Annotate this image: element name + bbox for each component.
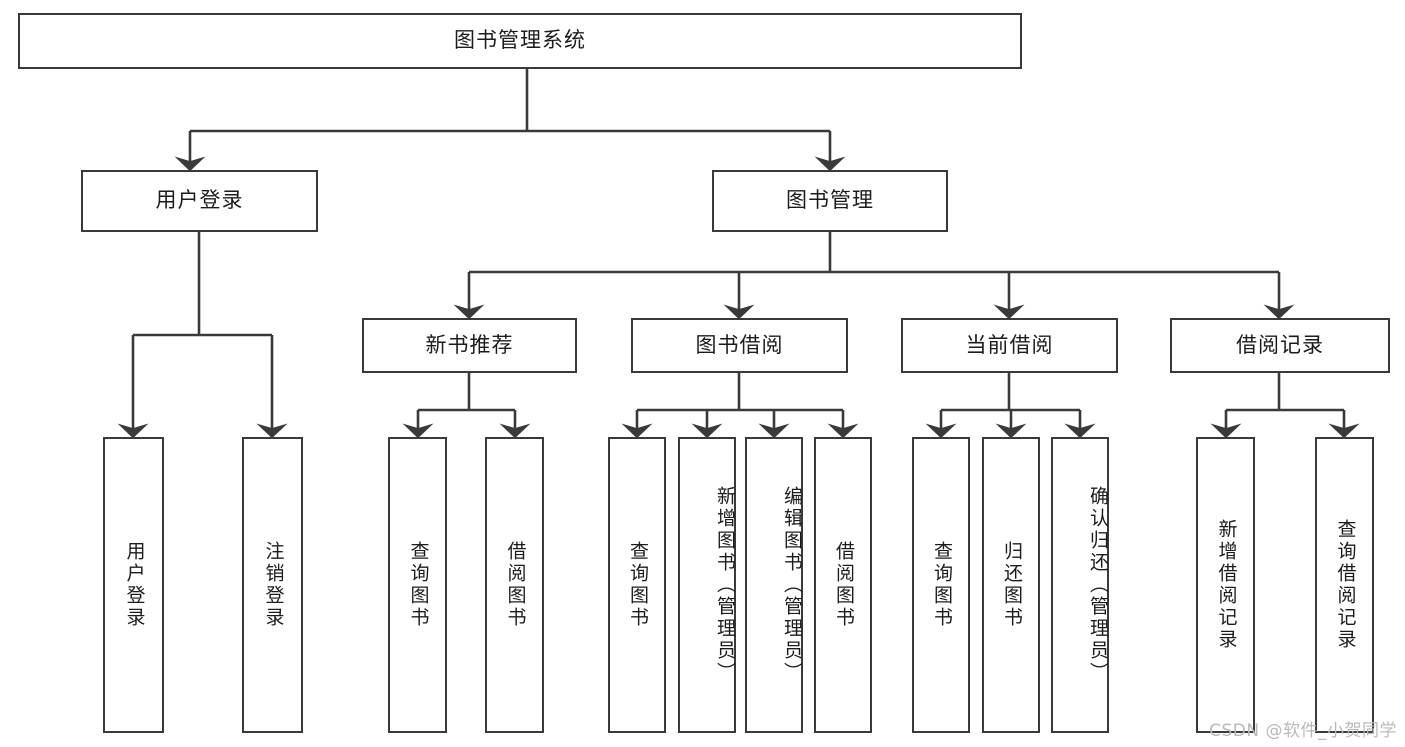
node-label: 查询图书: [626, 541, 649, 629]
node-label: 新增图书（管理员）: [714, 486, 736, 684]
node-label: 查询图书: [930, 541, 953, 629]
node-label: 借阅图书: [504, 541, 527, 629]
node-label: 查询图书: [407, 541, 430, 629]
node-label: 借阅记录: [1236, 332, 1324, 357]
node-label: 注销登录: [262, 541, 285, 629]
node-leaf-confirm-return-admin[interactable]: 确认归还（管理员）: [1051, 437, 1109, 733]
node-label: 归还图书: [1000, 541, 1023, 629]
node-leaf-query-book-current[interactable]: 查询图书: [912, 437, 970, 733]
node-user-login[interactable]: 用户登录: [81, 170, 318, 232]
node-leaf-add-borrow-record[interactable]: 新增借阅记录: [1196, 437, 1255, 733]
node-label: 新书推荐: [425, 332, 514, 357]
node-leaf-query-book-borrow[interactable]: 查询图书: [608, 437, 666, 733]
node-leaf-borrow-book[interactable]: 借阅图书: [814, 437, 872, 733]
node-leaf-logout[interactable]: 注销登录: [242, 437, 303, 733]
node-book-borrow[interactable]: 图书借阅: [631, 318, 848, 373]
node-leaf-edit-book-admin[interactable]: 编辑图书（管理员）: [745, 437, 803, 733]
node-new-book-recommend[interactable]: 新书推荐: [362, 318, 577, 373]
node-label: 图书管理系统: [454, 28, 586, 53]
node-book-management[interactable]: 图书管理: [712, 170, 948, 232]
node-label: 查询借阅记录: [1334, 519, 1357, 651]
node-root-library-management-system[interactable]: 图书管理系统: [18, 13, 1022, 69]
node-current-borrow[interactable]: 当前借阅: [901, 318, 1118, 373]
node-label: 新增借阅记录: [1215, 519, 1238, 651]
node-leaf-add-book-admin[interactable]: 新增图书（管理员）: [678, 437, 736, 733]
node-leaf-query-book-recommend[interactable]: 查询图书: [388, 437, 447, 733]
node-label: 当前借阅: [965, 332, 1054, 357]
node-label: 用户登录: [123, 541, 146, 629]
node-label: 确认归还（管理员）: [1087, 486, 1109, 684]
node-label: 图书管理: [786, 188, 874, 213]
node-borrow-record[interactable]: 借阅记录: [1170, 318, 1390, 373]
node-label: 借阅图书: [832, 541, 855, 629]
node-leaf-query-borrow-record[interactable]: 查询借阅记录: [1315, 437, 1374, 733]
node-leaf-borrow-book-recommend[interactable]: 借阅图书: [485, 437, 544, 733]
node-label: 编辑图书（管理员）: [781, 486, 803, 684]
node-label: 用户登录: [155, 188, 244, 213]
node-leaf-return-book[interactable]: 归还图书: [982, 437, 1040, 733]
node-label: 图书借阅: [695, 332, 784, 357]
node-leaf-user-login[interactable]: 用户登录: [103, 437, 164, 733]
